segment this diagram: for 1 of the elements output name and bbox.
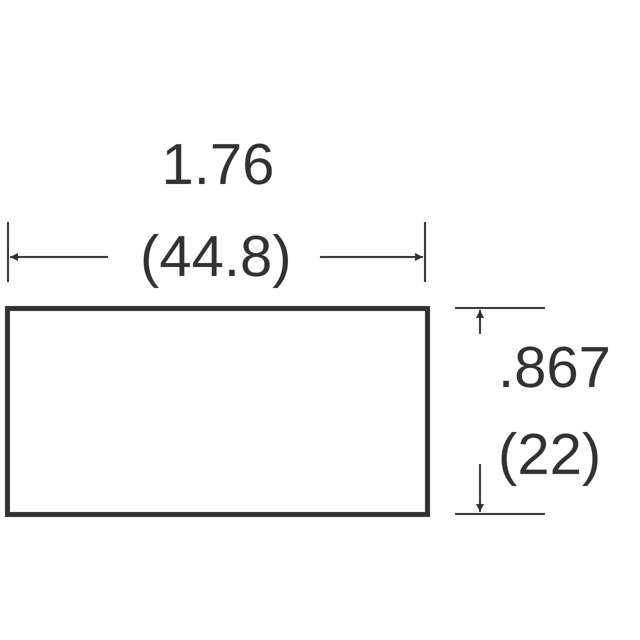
part-outline xyxy=(5,306,430,517)
